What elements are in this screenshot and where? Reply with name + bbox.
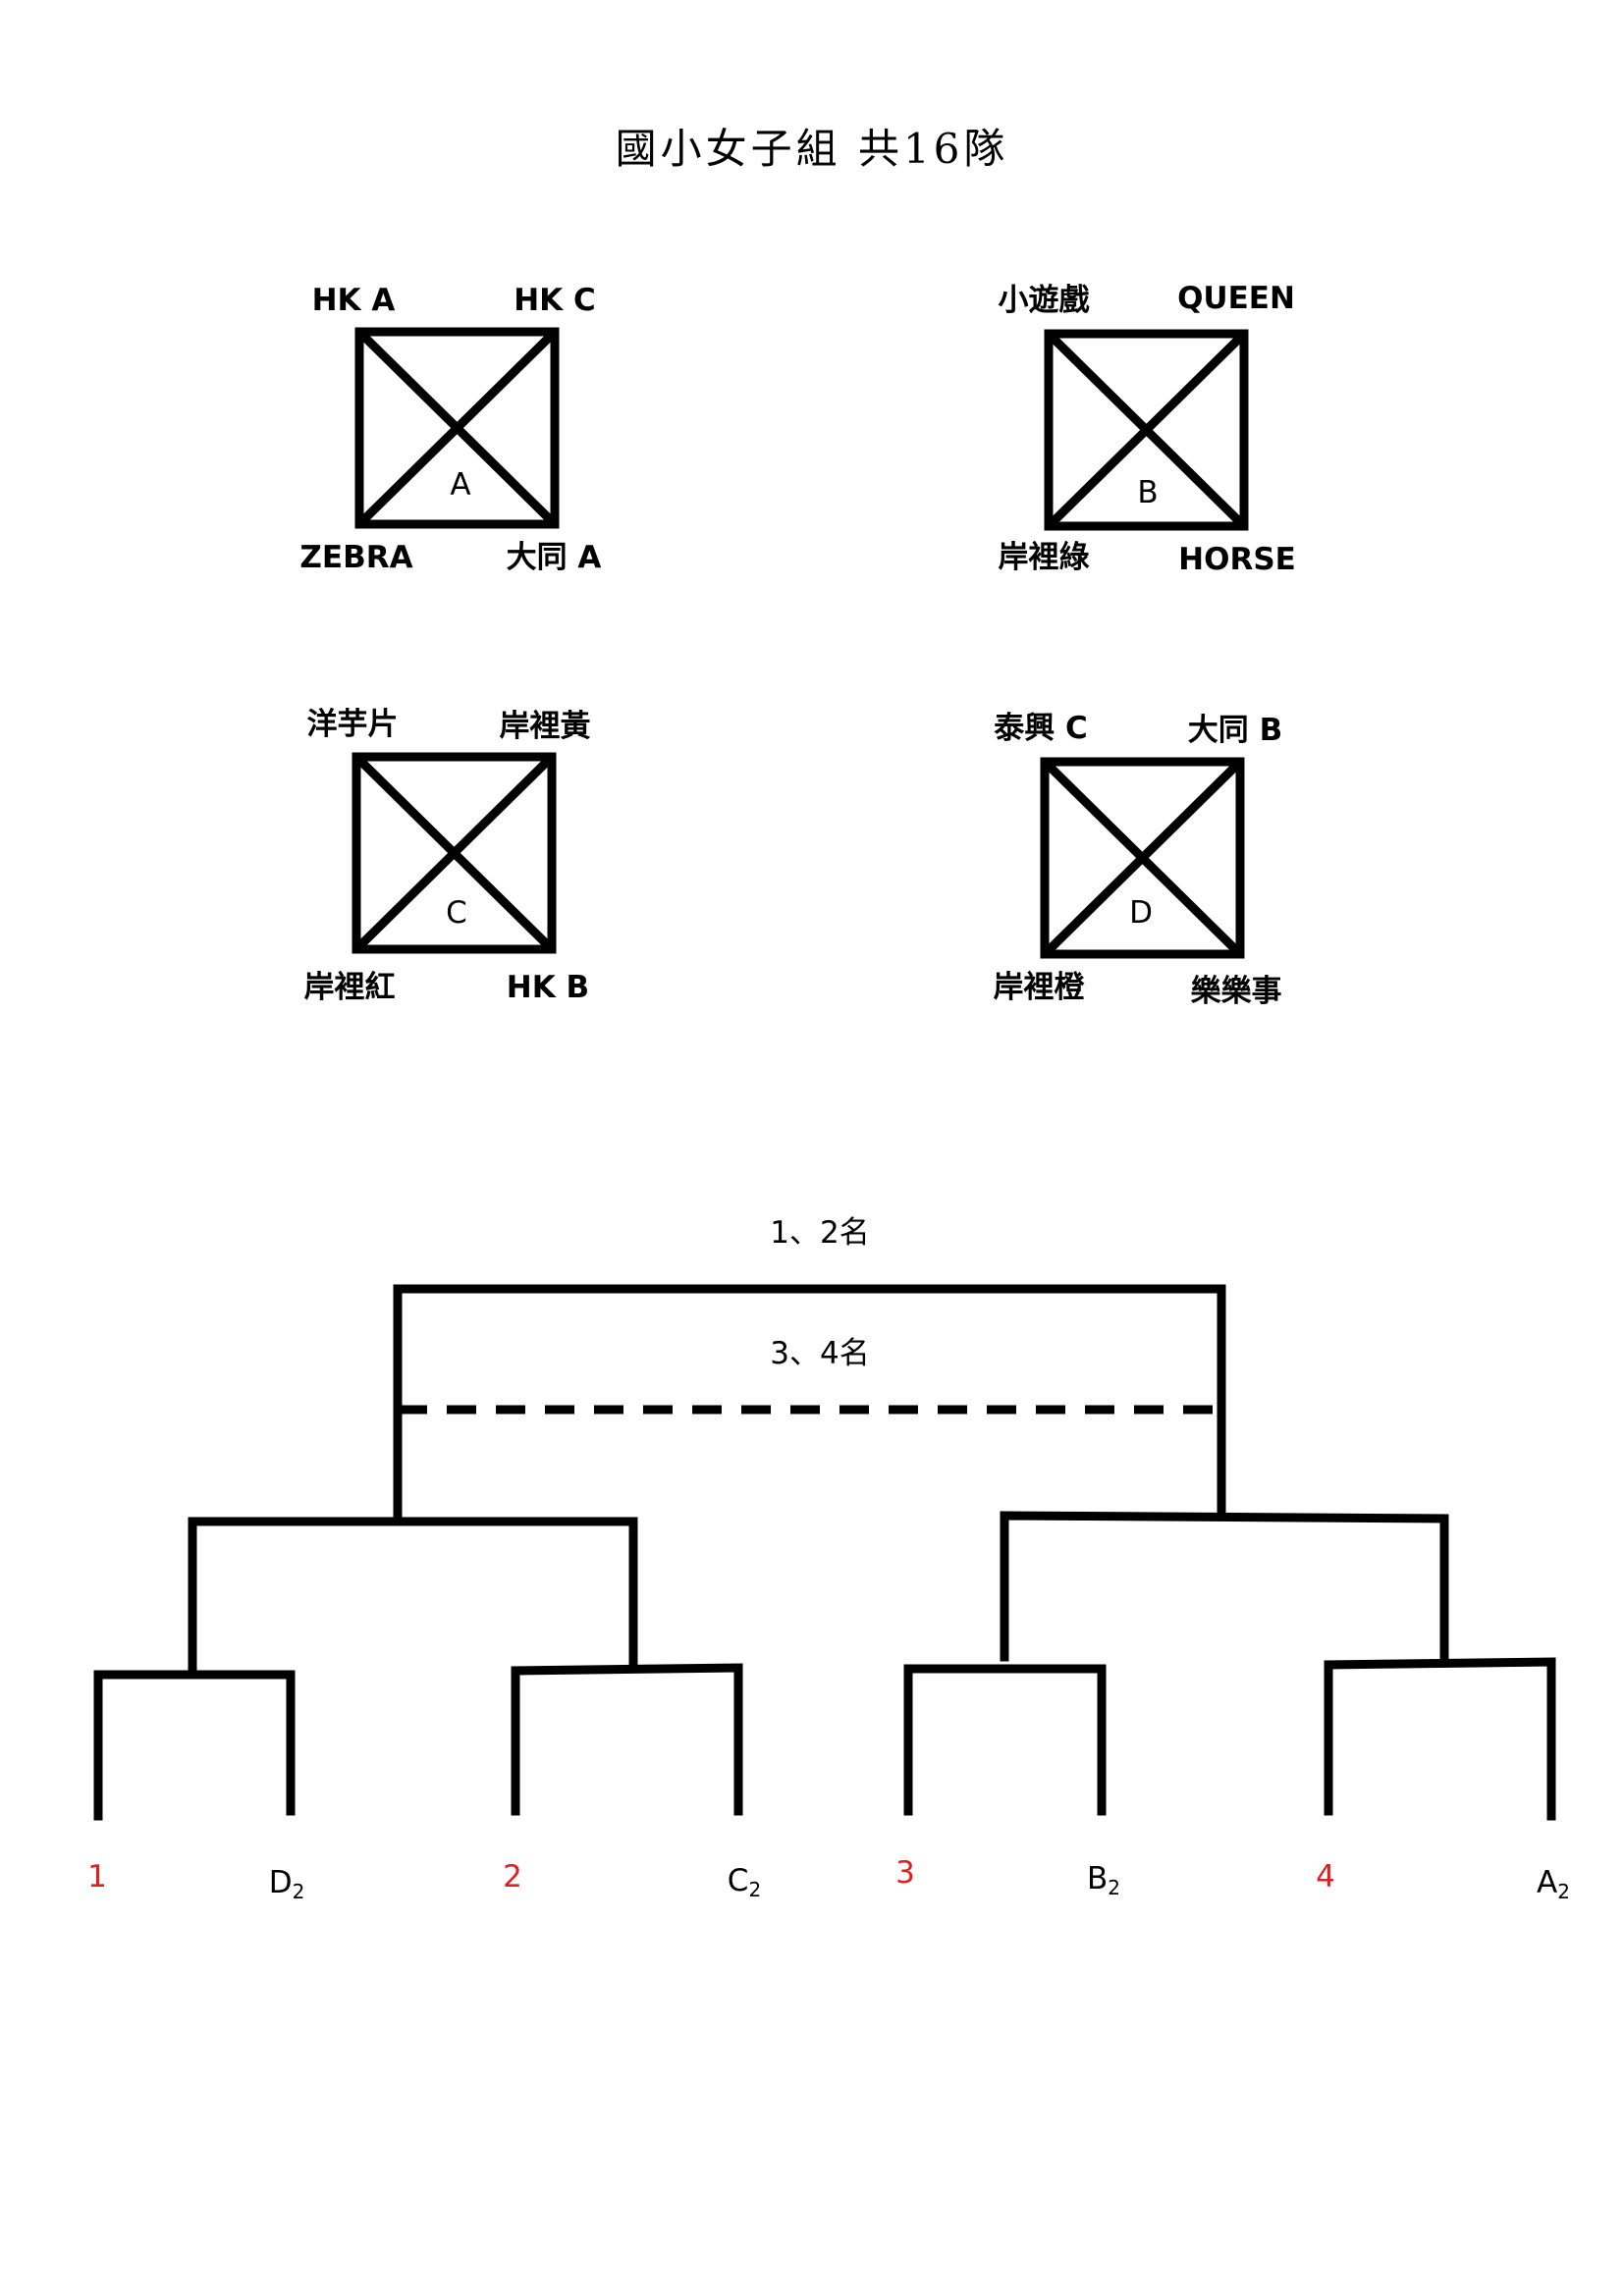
seed-1-letter: 1	[87, 1859, 107, 1895]
group-d-bottom-left-team: 岸裡橙	[994, 970, 1086, 1005]
seed-a2-letter: A	[1537, 1865, 1557, 1900]
semifinal-left-connector	[188, 1517, 638, 1680]
group-c-letter: C	[446, 895, 467, 931]
group-d-letter: D	[1129, 895, 1153, 931]
final-connector	[393, 1284, 1226, 1523]
group-c: 洋芋片 岸裡黃 C 岸裡紅 HK B	[304, 707, 591, 1005]
group-c-bottom-left-team: 岸裡紅	[304, 970, 396, 1005]
group-a-letter: A	[450, 467, 470, 503]
group-d-square	[1040, 757, 1245, 959]
seed-d2-subscript: 2	[293, 1880, 305, 1903]
seed-1: 1	[87, 1859, 107, 1895]
group-b-bottom-right-team: HORSE	[1178, 542, 1296, 577]
quarterfinal-3-connector	[903, 1664, 1107, 1816]
seed-c2: C2	[728, 1863, 761, 1901]
group-a-square	[354, 327, 560, 529]
seed-4: 4	[1316, 1859, 1335, 1895]
seed-b2: B2	[1087, 1861, 1120, 1899]
semifinal-right-connector	[1000, 1511, 1449, 1662]
group-c-square	[352, 752, 557, 954]
group-b: 小遊戲 QUEEN B 岸裡綠 HORSE	[999, 281, 1296, 577]
group-d: 泰興 C 大同 B D 岸裡橙 樂樂事	[994, 711, 1283, 1009]
group-d-top-left-team: 泰興 C	[994, 711, 1088, 746]
group-c-top-left-team: 洋芋片	[307, 707, 399, 742]
seed-3: 3	[895, 1855, 915, 1891]
quarterfinal-1-connector	[93, 1670, 296, 1821]
page-title: 國小女子組 共16隊	[615, 125, 1009, 173]
group-a-bottom-left-team: ZEBRA	[299, 540, 412, 575]
group-b-letter: B	[1137, 475, 1158, 510]
final-label: 1、2名	[770, 1215, 869, 1251]
quarterfinal-4-connector	[1324, 1657, 1556, 1821]
seed-d2-letter: D	[269, 1865, 293, 1900]
group-a-bottom-right-team: 大同 A	[507, 540, 602, 575]
bracket-lines	[93, 1284, 1556, 1821]
group-b-top-right-team: QUEEN	[1177, 281, 1295, 316]
group-a-top-right-team: HK C	[514, 283, 596, 318]
group-b-square	[1044, 329, 1249, 531]
seed-4-letter: 4	[1316, 1859, 1335, 1895]
group-c-bottom-right-team: HK B	[507, 970, 589, 1005]
seed-b2-subscript: 2	[1108, 1876, 1120, 1899]
seed-a2-subscript: 2	[1557, 1880, 1570, 1903]
group-b-top-left-team: 小遊戲	[999, 283, 1090, 318]
seed-b2-letter: B	[1087, 1861, 1108, 1896]
bracket: 1、2名 3、4名 1 D2 2 C2 3 B2 4 A2	[87, 1215, 1570, 1903]
seed-2: 2	[503, 1859, 522, 1895]
seed-c2-letter: C	[728, 1863, 749, 1898]
group-a-top-left-team: HK A	[312, 283, 396, 318]
group-d-top-right-team: 大同 B	[1188, 713, 1282, 748]
seed-d2: D2	[269, 1865, 305, 1903]
third-place-label: 3、4名	[770, 1336, 869, 1371]
quarterfinal-2-connector	[511, 1663, 743, 1816]
group-d-bottom-right-team: 樂樂事	[1191, 974, 1282, 1009]
seed-a2: A2	[1537, 1865, 1570, 1903]
seed-3-letter: 3	[895, 1855, 915, 1891]
group-c-top-right-team: 岸裡黃	[500, 709, 591, 744]
seed-c2-subscript: 2	[748, 1878, 761, 1901]
group-b-bottom-left-team: 岸裡綠	[999, 540, 1090, 575]
group-a: HK A HK C A ZEBRA 大同 A	[299, 283, 601, 575]
seed-2-letter: 2	[503, 1859, 522, 1895]
